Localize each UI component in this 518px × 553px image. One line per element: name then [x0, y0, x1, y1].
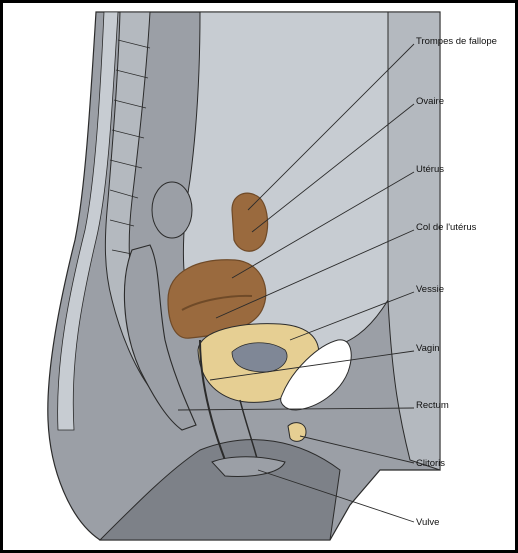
label-col: Col de l'utérus — [416, 222, 477, 233]
label-vessie: Vessie — [416, 284, 444, 295]
label-vagin: Vagin — [416, 343, 440, 354]
label-trompes: Trompes de fallope — [416, 36, 497, 47]
clitoris-organ — [288, 423, 306, 442]
label-clitoris: Clitoris — [416, 458, 445, 469]
ovary-organ — [232, 193, 268, 251]
label-ovaire: Ovaire — [416, 96, 444, 107]
intestine-loop — [152, 182, 192, 238]
label-rectum: Rectum — [416, 400, 449, 411]
label-vulve: Vulve — [416, 517, 439, 528]
label-uterus: Utérus — [416, 164, 444, 175]
